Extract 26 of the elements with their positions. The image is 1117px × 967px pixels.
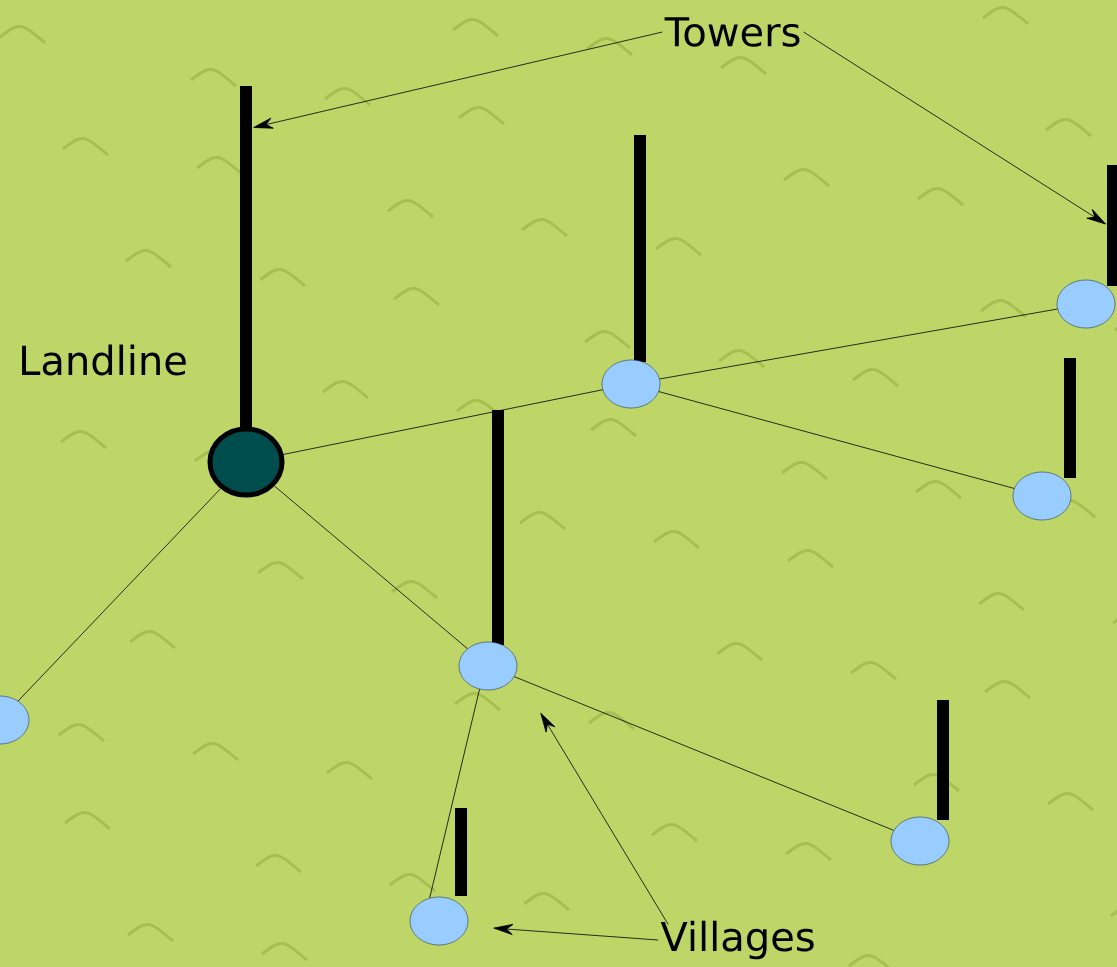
- leader-arrow: [493, 923, 659, 941]
- node-label: Towers: [664, 17, 800, 47]
- link-line: [429, 688, 480, 899]
- village-circle: [1012, 471, 1072, 521]
- tower: [1064, 358, 1076, 478]
- village-circle: [1056, 279, 1116, 329]
- link-line: [17, 488, 221, 702]
- leader-arrow: [540, 712, 669, 925]
- leader-arrow: [803, 31, 1106, 225]
- village-circle: [890, 816, 950, 866]
- village-circle: [458, 641, 518, 691]
- label: Landline: [22, 344, 186, 376]
- node-label: Villages: [660, 920, 814, 960]
- link-line: [659, 308, 1058, 380]
- tower: [492, 410, 504, 645]
- landline-circle: [207, 426, 285, 498]
- link-line: [658, 391, 1015, 489]
- tower: [634, 135, 646, 362]
- leader-arrow: [253, 31, 663, 129]
- link-line: [513, 676, 895, 831]
- village-circle: [409, 896, 469, 946]
- link-line: [274, 485, 468, 650]
- link-line: [283, 389, 603, 455]
- tower: [455, 808, 467, 896]
- tower: [937, 700, 949, 820]
- village-circle: [601, 359, 661, 409]
